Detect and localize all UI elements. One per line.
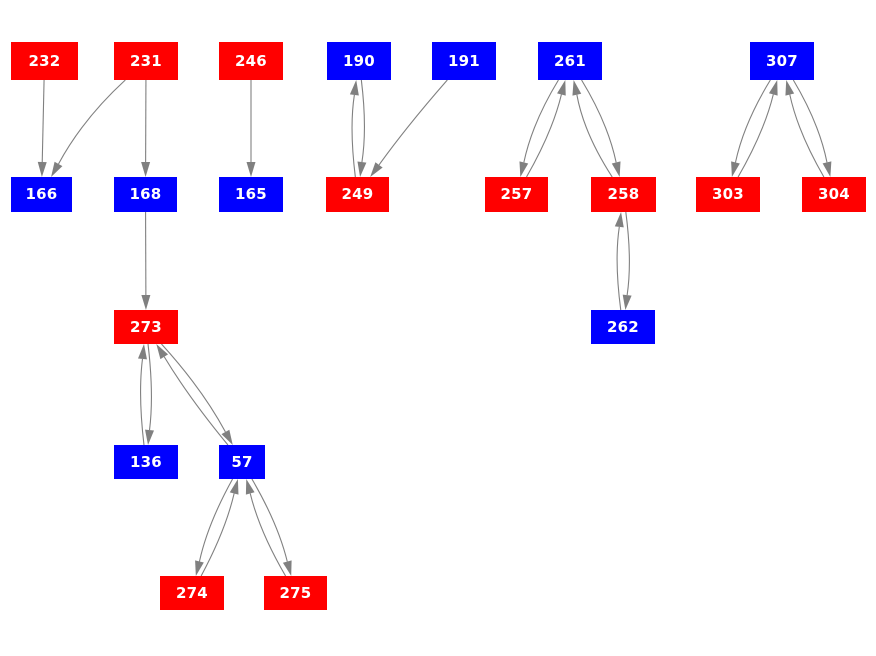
edge-arrowhead [785,80,795,96]
edge-arrowhead [229,479,239,495]
graph-edge-191-to-249 [370,79,448,177]
edge-arrowhead [557,80,566,96]
graph-node-261[interactable]: 261 [538,42,602,80]
graph-edge-273-to-57 [161,343,233,445]
graph-edge-57-to-273 [156,344,229,446]
edge-arrowhead [822,161,832,177]
graph-edge-168-to-273 [141,211,151,310]
graph-edge-275-to-57 [245,479,287,577]
edge-arrowhead [611,161,621,177]
graph-node-258[interactable]: 258 [591,177,656,212]
graph-edge-274-to-57 [200,479,239,577]
edge-arrowhead [138,344,147,360]
graph-node-label: 303 [712,185,744,203]
edge-arrowhead [572,80,582,96]
edge-arrowhead [156,344,169,360]
graph-node-307[interactable]: 307 [750,42,814,80]
graph-node-57[interactable]: 57 [219,445,265,479]
graph-edge-231-to-168 [141,79,151,177]
edge-arrowhead [357,161,367,177]
graph-node-231[interactable]: 231 [114,42,178,80]
graph-edge-303-to-307 [737,80,778,178]
graph-node-label: 261 [554,51,586,70]
graph-node-label: 249 [341,185,374,203]
graph-edge-232-to-166 [37,79,47,177]
graph-edge-262-to-258 [614,212,624,311]
graph-edge-307-to-303 [731,79,771,177]
graph-node-168[interactable]: 168 [114,177,177,212]
graph-node-246[interactable]: 246 [219,42,283,80]
graph-node-136[interactable]: 136 [114,445,178,479]
graph-edge-190-to-249 [357,79,367,177]
graph-node-label: 304 [818,185,850,203]
graph-edge-258-to-262 [622,211,632,310]
edge-arrowhead [622,294,632,310]
edge-arrowhead [614,212,624,228]
graph-node-190[interactable]: 190 [327,42,391,80]
edge-arrowhead [51,161,63,177]
graph-edge-273-to-136 [145,343,154,445]
graph-node-label: 231 [130,51,162,70]
graph-node-304[interactable]: 304 [802,177,866,212]
graph-node-274[interactable]: 274 [160,576,224,610]
graph-node-249[interactable]: 249 [326,177,389,212]
graph-edge-136-to-273 [138,344,147,446]
graph-edge-246-to-165 [246,80,256,177]
graph-edge-304-to-307 [785,80,825,178]
edge-arrowhead [370,162,383,177]
graph-node-262[interactable]: 262 [591,310,655,344]
graph-edge-57-to-275 [251,478,292,576]
graph-edge-258-to-261 [572,80,613,178]
graph-node-label: 190 [343,51,375,70]
graph-edge-57-to-274 [195,478,234,576]
graph-node-303[interactable]: 303 [696,177,760,212]
graph-node-label: 307 [766,51,798,70]
graph-node-label: 136 [130,452,162,471]
graph-edge-257-to-261 [526,80,566,178]
graph-node-label: 274 [176,583,208,602]
graph-node-232[interactable]: 232 [11,42,78,80]
graph-node-label: 275 [279,583,312,602]
graph-node-label: 246 [235,51,267,70]
graph-edge-307-to-304 [792,79,832,177]
graph-node-label: 166 [25,185,58,203]
edge-arrowhead [245,479,255,495]
edge-arrowhead [195,560,204,576]
graph-edge-261-to-258 [581,79,621,177]
edge-arrowhead [768,80,778,96]
edge-arrowhead [37,161,47,177]
graph-node-165[interactable]: 165 [219,177,283,212]
edge-arrowhead [145,429,154,445]
edge-arrowhead [246,162,256,177]
graph-node-275[interactable]: 275 [264,576,327,610]
graph-edge-249-to-190 [349,80,359,178]
edge-arrowhead [141,161,151,177]
edge-arrowhead [141,294,151,310]
graph-node-label: 165 [235,185,267,203]
edge-arrowhead [349,80,359,96]
edge-arrowhead [282,560,292,576]
graph-node-166[interactable]: 166 [11,177,72,212]
graph-node-273[interactable]: 273 [114,310,178,344]
graph-node-label: 168 [129,185,162,203]
graph-node-label: 262 [607,317,639,336]
graph-node-label: 257 [500,185,533,203]
edge-arrowhead [221,429,233,445]
graph-node-label: 57 [231,452,253,471]
edge-arrowhead [519,161,529,177]
graph-edge-261-to-257 [519,79,559,177]
graph-edge-231-to-166 [51,79,126,177]
graph-node-label: 191 [448,51,480,70]
graph-node-191[interactable]: 191 [432,42,496,80]
graph-node-label: 232 [28,51,61,70]
graph-node-257[interactable]: 257 [485,177,548,212]
graph-node-label: 273 [130,317,162,336]
graph-node-label: 258 [607,185,640,203]
edge-arrowhead [731,161,740,177]
